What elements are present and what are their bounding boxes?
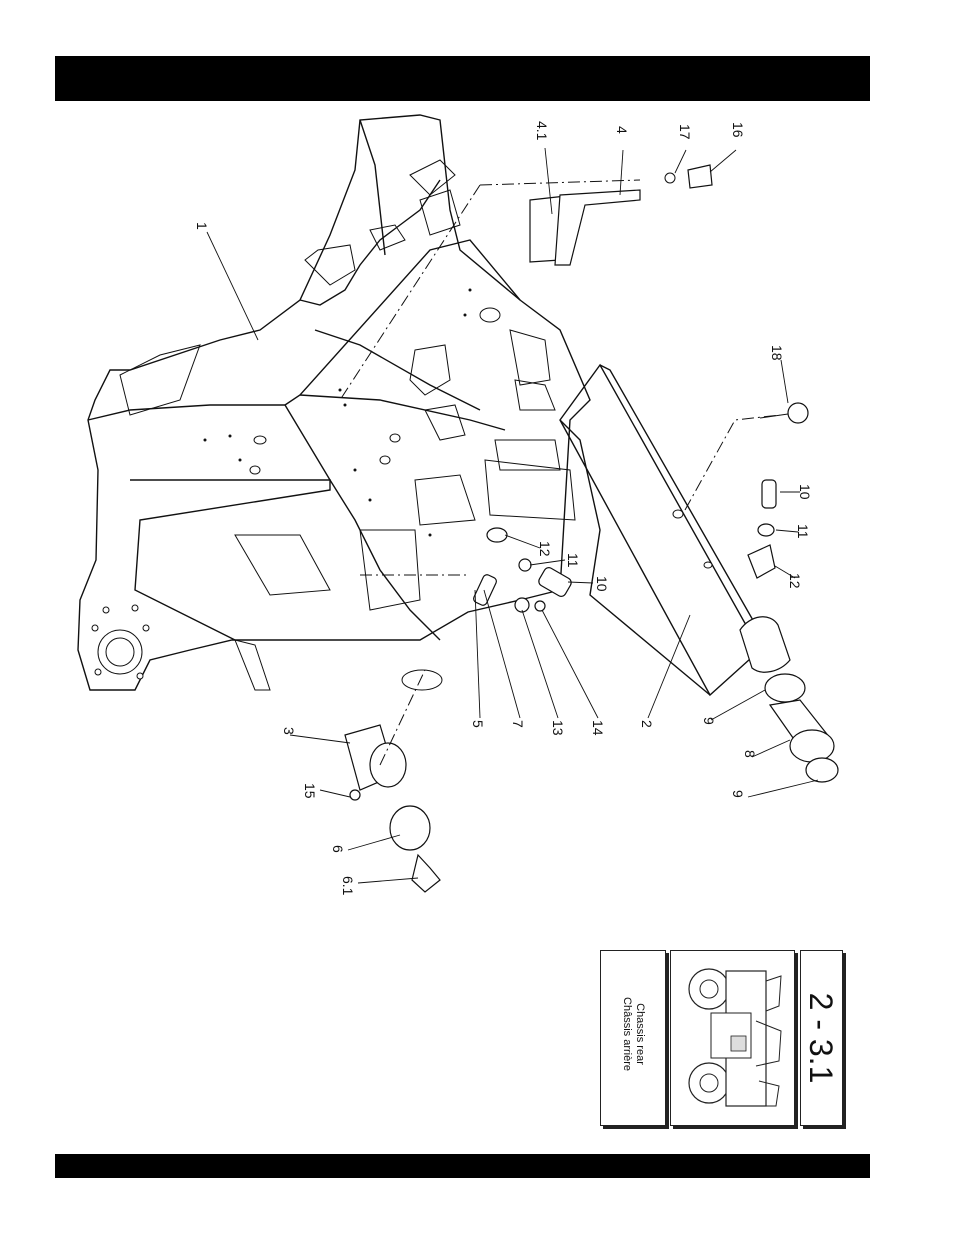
footer-bar [55,1154,870,1178]
callout-5: 5 [470,720,486,728]
callout-10a: 10 [594,576,610,592]
callout-7: 7 [510,720,526,728]
callout-11b: 11 [795,524,811,539]
callout-10b: 10 [797,484,813,500]
section-number: 2 - 3.1 [804,958,838,1118]
machine-thumbnail-illustration [671,951,794,1125]
callout-9a: 9 [701,717,717,725]
callout-18: 18 [769,345,785,361]
hose-fittings-center [472,528,573,612]
title-text: Chassis rear Châssis arrière [620,947,646,1121]
callout-8: 8 [742,750,758,758]
callout-9b: 9 [730,790,746,798]
callout-12b: 12 [787,573,803,589]
leader-lines [207,148,818,883]
callout-6: 6 [330,845,346,853]
callout-17: 17 [677,124,693,140]
rear-exhaust-housing [560,365,770,695]
callout-16: 16 [730,122,746,138]
callout-3: 3 [281,727,297,735]
callout-4: 4 [614,126,630,134]
title-french: Châssis arrière [620,947,633,1121]
title-block-label: Chassis rear Châssis arrière [600,950,666,1126]
callout-15: 15 [302,783,318,799]
callout-6-1: 6.1 [340,876,356,896]
title-block-thumbnail [670,950,795,1126]
callout-13: 13 [550,720,566,736]
callout-14: 14 [590,720,606,736]
knob [760,403,808,423]
callout-4-1: 4.1 [534,121,550,141]
callout-12a: 12 [537,541,553,557]
callout-2: 2 [639,720,655,728]
title-english: Chassis rear [633,947,646,1121]
hose-fittings-right [748,480,776,578]
callout-1: 1 [194,222,210,230]
chassis-frame [78,115,590,690]
callout-labels: 1 4.1 4 17 16 18 10 11 12 12 11 10 5 7 1… [194,121,813,896]
tank-cap-assembly [345,725,440,892]
title-block-number: 2 - 3.1 [800,950,843,1126]
callout-11a: 11 [565,553,581,568]
